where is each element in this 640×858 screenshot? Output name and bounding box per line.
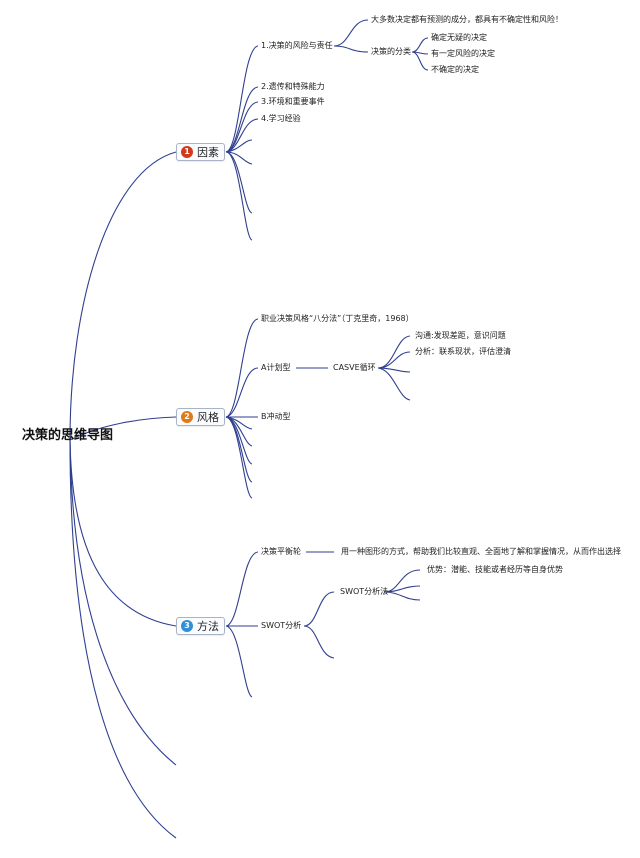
style-eight-methods: 职业决策风格“八分法”（丁克里奇，1968） xyxy=(261,314,414,323)
decision-type-certain: 确定无疑的决定 xyxy=(431,33,487,42)
casve-cycle: CASVE循环 xyxy=(333,363,376,372)
branch-style[interactable]: 2 风格 xyxy=(176,408,225,426)
balance-wheel-description: 用一种图形的方式，帮助我们比较直观、全面地了解和掌握情况，从而作出选择 xyxy=(341,547,621,556)
branch-label: 因素 xyxy=(197,146,219,159)
swot-strengths: 优势：潜能、技能或者经历等自身优势 xyxy=(427,565,563,574)
risk-note: 大多数决定都有预测的成分，都具有不确定性和风险！ xyxy=(371,15,563,24)
decision-type-risky: 有一定风险的决定 xyxy=(431,49,495,58)
method-balance-wheel: 决策平衡轮 xyxy=(261,547,301,556)
decision-classification: 决策的分类 xyxy=(371,47,411,56)
branch-methods[interactable]: 3 方法 xyxy=(176,617,225,635)
casve-analysis: 分析：联系现状，评估澄清 xyxy=(415,347,511,356)
branch-label: 方法 xyxy=(197,620,219,633)
root-title: 决策的思维导图 xyxy=(22,428,114,443)
number-badge: 2 xyxy=(181,411,193,423)
branch-label: 风格 xyxy=(197,411,219,424)
casve-communication: 沟通:发现差距，意识问题 xyxy=(415,331,506,340)
factor-environment: 3.环境和重要事件 xyxy=(261,97,325,106)
swot-method: SWOT分析法 xyxy=(340,587,389,596)
number-badge: 1 xyxy=(181,146,193,158)
style-planned: A计划型 xyxy=(261,363,291,372)
factor-risk: 1.决策的风险与责任 xyxy=(261,41,333,50)
factor-genetics: 2.遗传和特殊能力 xyxy=(261,82,325,91)
branch-factors[interactable]: 1 因素 xyxy=(176,143,225,161)
factor-learning: 4.学习经验 xyxy=(261,114,301,123)
style-impulsive: B冲动型 xyxy=(261,412,291,421)
decision-type-uncertain: 不确定的决定 xyxy=(431,65,479,74)
number-badge: 3 xyxy=(181,620,193,632)
method-swot: SWOT分析 xyxy=(261,621,302,630)
